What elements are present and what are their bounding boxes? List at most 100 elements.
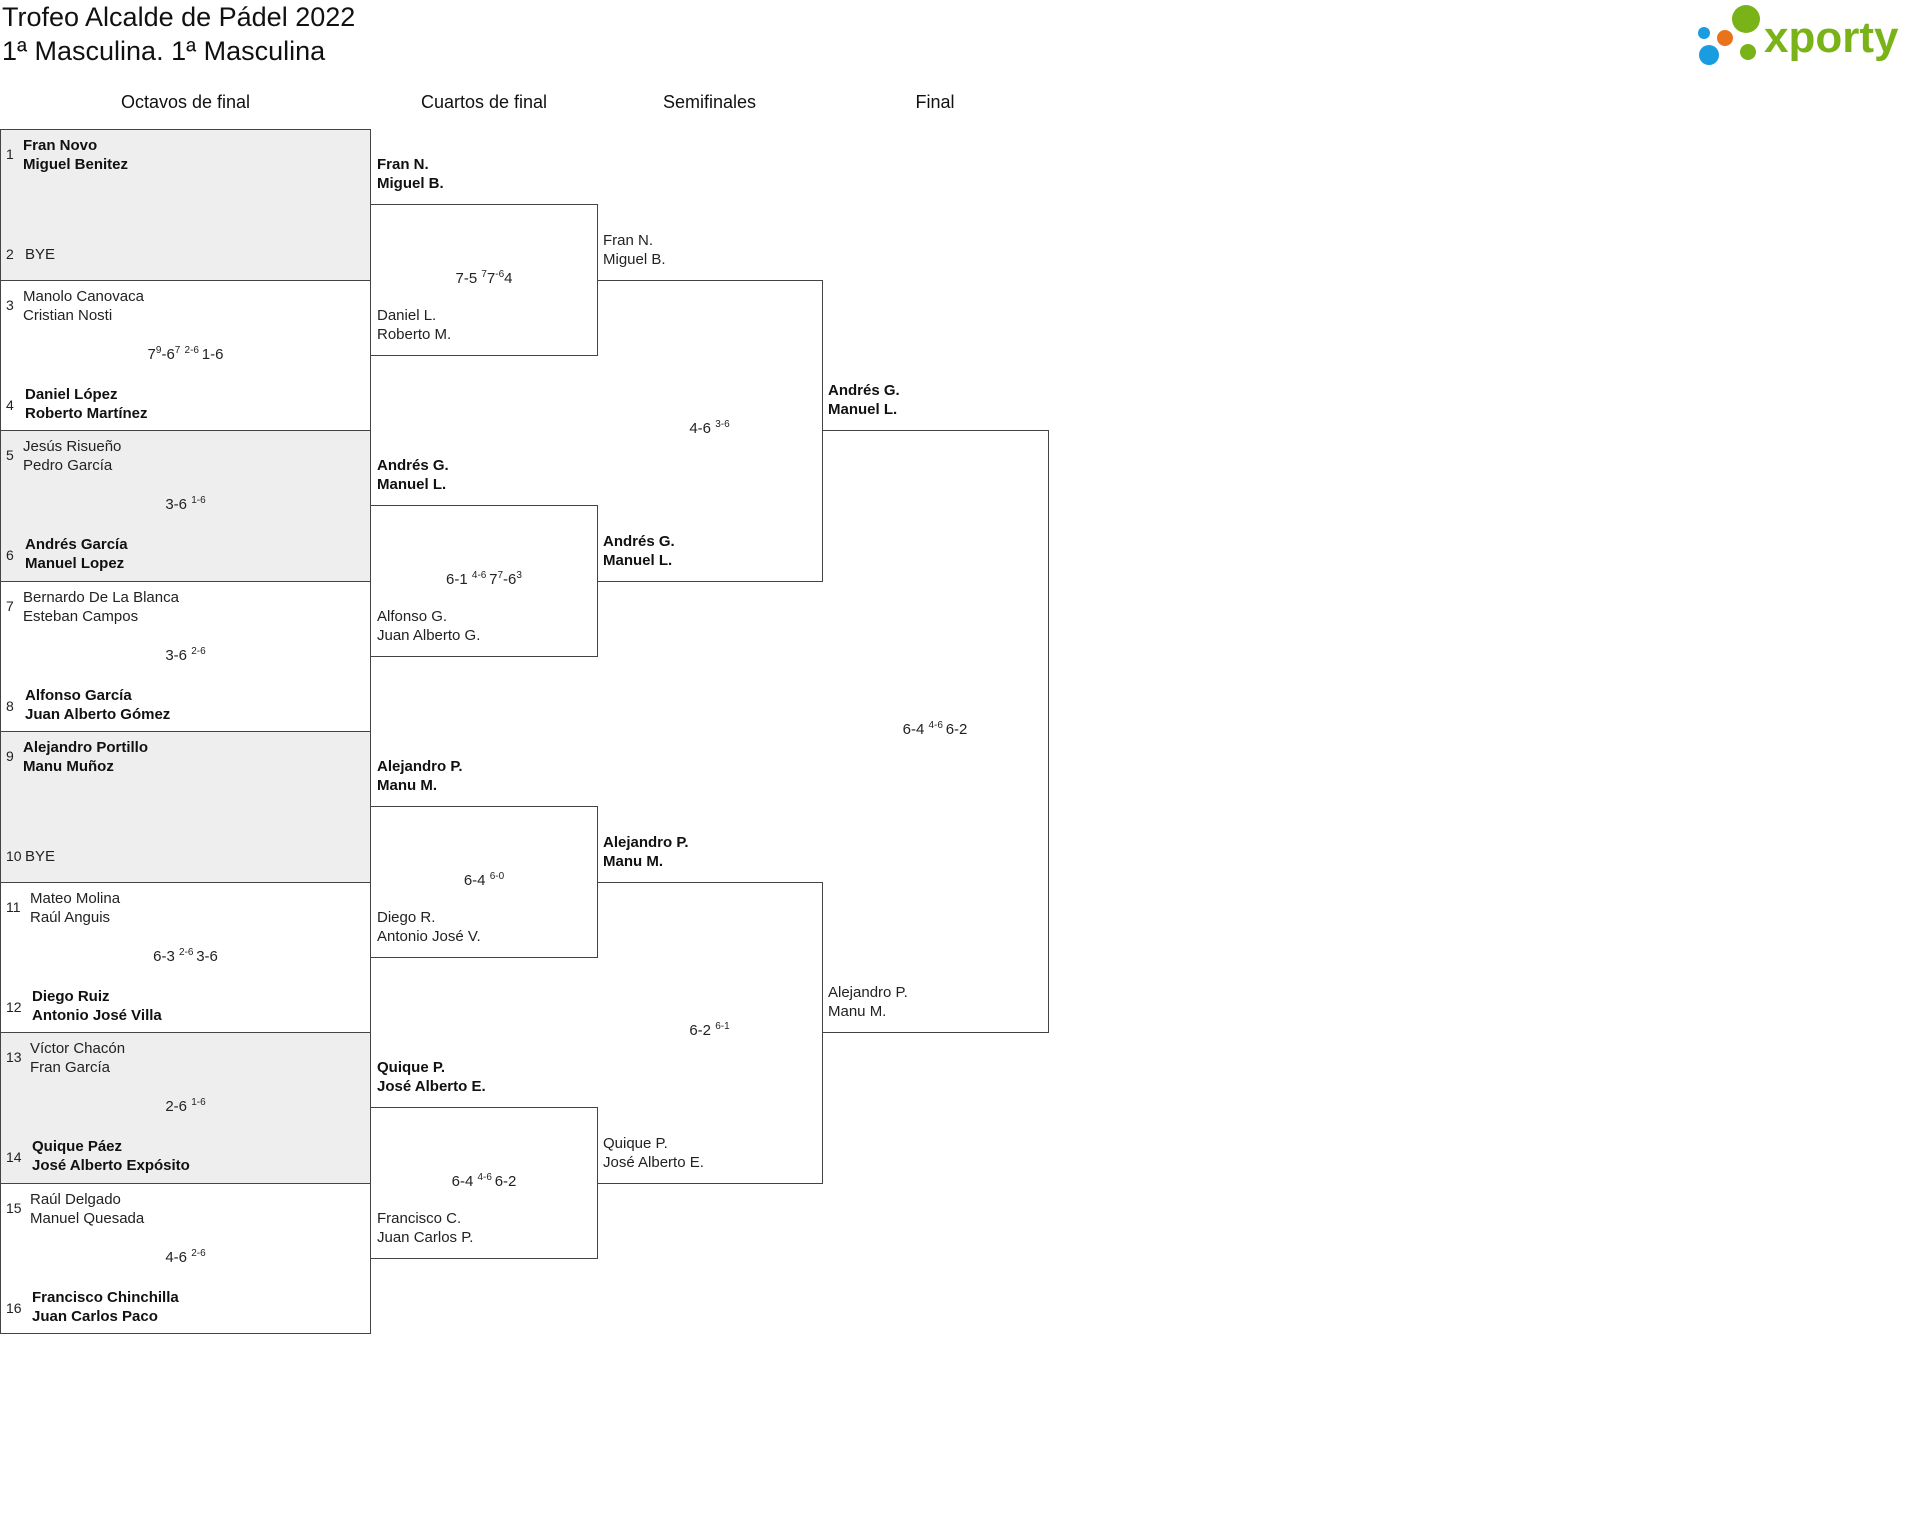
cuartos-team-top-player-1: Fran N.: [377, 156, 429, 174]
final-team-top: Andrés G.Manuel L.: [828, 381, 900, 419]
octavos-team-8-player-2: Juan Alberto Gómez: [25, 705, 171, 723]
match-score: 79-67 2-6 1-6: [147, 344, 224, 363]
final-team-top-player-2: Manuel L.: [828, 401, 898, 418]
octavos-team-8-player-1: Alfonso García: [25, 686, 132, 704]
seed-number: 10: [6, 848, 22, 864]
octavos-team-13-player-1: Víctor Chacón: [30, 1040, 126, 1057]
cuartos-team-bottom-player-1: Diego R.: [377, 908, 436, 926]
cuartos-team-bottom: Francisco C.Juan Carlos P.: [377, 1209, 473, 1247]
seed-number: 6: [6, 547, 14, 563]
match-score: 6-4 4-6 6-2: [902, 720, 968, 739]
octavos-team-9-player-2: Manu Muñoz: [23, 758, 114, 775]
semis-team-bottom: Quique P.José Alberto E.: [603, 1134, 704, 1172]
round-header-1: Octavos de final: [120, 92, 251, 112]
seed-number: 14: [6, 1149, 22, 1165]
octavos-team-1-player-2: Miguel Benitez: [23, 156, 129, 173]
match-score: 3-6 1-6: [165, 495, 206, 514]
match-score: 6-4 6-0: [463, 870, 505, 889]
semis-team-bottom-player-2: José Alberto E.: [603, 1153, 704, 1171]
cuartos-team-bottom: Alfonso G.Juan Alberto G.: [377, 607, 480, 645]
match-score: 6-1 4-6 77-63: [446, 569, 522, 588]
match-score: 6-3 2-6 3-6: [153, 946, 218, 965]
octavos-match-8: [0, 1182, 371, 1334]
octavos-team-15-player-2: Manuel Quesada: [30, 1209, 145, 1227]
final-team-bottom-player-2: Manu M.: [828, 1003, 887, 1020]
octavos-team-6-player-1: Andrés García: [25, 536, 128, 553]
semis-team-bottom-player-2: Manuel L.: [603, 551, 673, 569]
octavos-team-1-player-1: Fran Novo: [23, 137, 98, 154]
semis-team-bottom-player-1: Quique P.: [603, 1134, 668, 1152]
semis-team-bottom: Andrés G.Manuel L.: [603, 532, 675, 570]
final-team-bottom: Alejandro P. Manu M.: [828, 983, 908, 1021]
semis-team-top-player-2: Manu M.: [603, 852, 663, 870]
cuartos-team-top-player-1: Alejandro P.: [377, 758, 463, 776]
cuartos-team-bottom: Daniel L.Roberto M.: [377, 306, 451, 344]
cuartos-team-top-player-1: Andrés G.: [377, 457, 449, 475]
cuartos-team-top-player-2: Miguel B.: [377, 175, 444, 193]
octavos-team-16-player-2: Juan Carlos Paco: [32, 1307, 158, 1325]
seed-number: 11: [6, 898, 21, 915]
seed-number: 4: [6, 396, 14, 413]
seed-number: 8: [6, 697, 14, 714]
octavos-match-3: [0, 430, 371, 582]
cuartos-team-top-player-2: Manu M.: [377, 777, 437, 795]
octavos-team-5-player-2: Pedro García: [23, 457, 113, 474]
octavos-team-14-player-1: Quique Páez: [32, 1138, 123, 1155]
cuartos-team-bottom-player-2: Antonio José V.: [377, 927, 481, 945]
match-score: 6-4 4-6 6-2: [451, 1171, 517, 1190]
octavos-team-15-player-1: Raúl Delgado: [30, 1190, 121, 1208]
cuartos-team-bottom: Diego R.Antonio José V.: [377, 908, 481, 946]
cuartos-team-bottom-player-2: Juan Alberto G.: [377, 626, 481, 644]
seed-number: 1: [6, 146, 14, 162]
semis-team-top-player-2: Miguel B.: [603, 250, 666, 268]
octavos-match-1: [0, 129, 371, 281]
round-header-2: Cuartos de final: [420, 92, 548, 112]
octavos-team-4-player-2: Roberto Martínez: [25, 404, 148, 422]
match-score: 6-2 6-1: [689, 1021, 730, 1040]
cuartos-team-bottom-player-1: Alfonso G.: [377, 607, 448, 625]
cuartos-team-bottom-player-2: Juan Carlos P.: [377, 1228, 474, 1246]
octavos-team-11-player-2: Raúl Anguis: [30, 908, 111, 926]
bye-label: BYE: [25, 246, 56, 263]
seed-number: 5: [6, 447, 14, 463]
cuartos-team-top: Andrés G.Manuel L.: [377, 456, 449, 494]
round-header-4: Final: [915, 92, 955, 112]
semis-team-top: Fran N.Miguel B.: [603, 231, 666, 269]
match-score: 3-6 2-6: [165, 645, 206, 664]
cuartos-team-top: Fran N.Miguel B.: [377, 155, 444, 193]
cuartos-team-top: Quique P.José Alberto E.: [377, 1058, 486, 1096]
octavos-team-9-player-1: Alejandro Portillo: [23, 739, 149, 756]
final-team-bottom-player-1: Alejandro P.: [828, 984, 908, 1001]
final-match-1: [822, 430, 1049, 1033]
octavos-team-4-player-1: Daniel López: [25, 385, 118, 403]
semis-team-top: Alejandro P.Manu M.: [603, 833, 689, 871]
logo-wordmark: xporty: [1764, 13, 1899, 62]
seed-number: 2: [6, 246, 14, 262]
cuartos-team-top: Alejandro P.Manu M.: [377, 757, 463, 795]
cuartos-team-top-player-1: Quique P.: [377, 1059, 446, 1077]
seed-number: 16: [6, 1299, 22, 1316]
octavos-team-7-player-1: Bernardo De La Blanca: [23, 588, 179, 606]
octavos-team-14-player-2: José Alberto Expósito: [32, 1157, 190, 1174]
octavos-team-12-player-2: Antonio José Villa: [32, 1006, 162, 1024]
seed-number: 9: [6, 748, 14, 764]
cuartos-team-bottom-player-2: Roberto M.: [377, 325, 452, 343]
octavos-team-12-player-1: Diego Ruiz: [32, 987, 110, 1005]
seed-number: 12: [6, 998, 22, 1015]
cuartos-team-top-player-2: José Alberto E.: [377, 1078, 486, 1096]
seed-number: 3: [6, 296, 14, 313]
seed-number: 15: [6, 1199, 22, 1216]
octavos-team-3-player-1: Manolo Canovaca: [23, 287, 144, 305]
octavos-team-6-player-2: Manuel Lopez: [25, 555, 125, 572]
semis-team-bottom-player-1: Andrés G.: [603, 532, 675, 550]
